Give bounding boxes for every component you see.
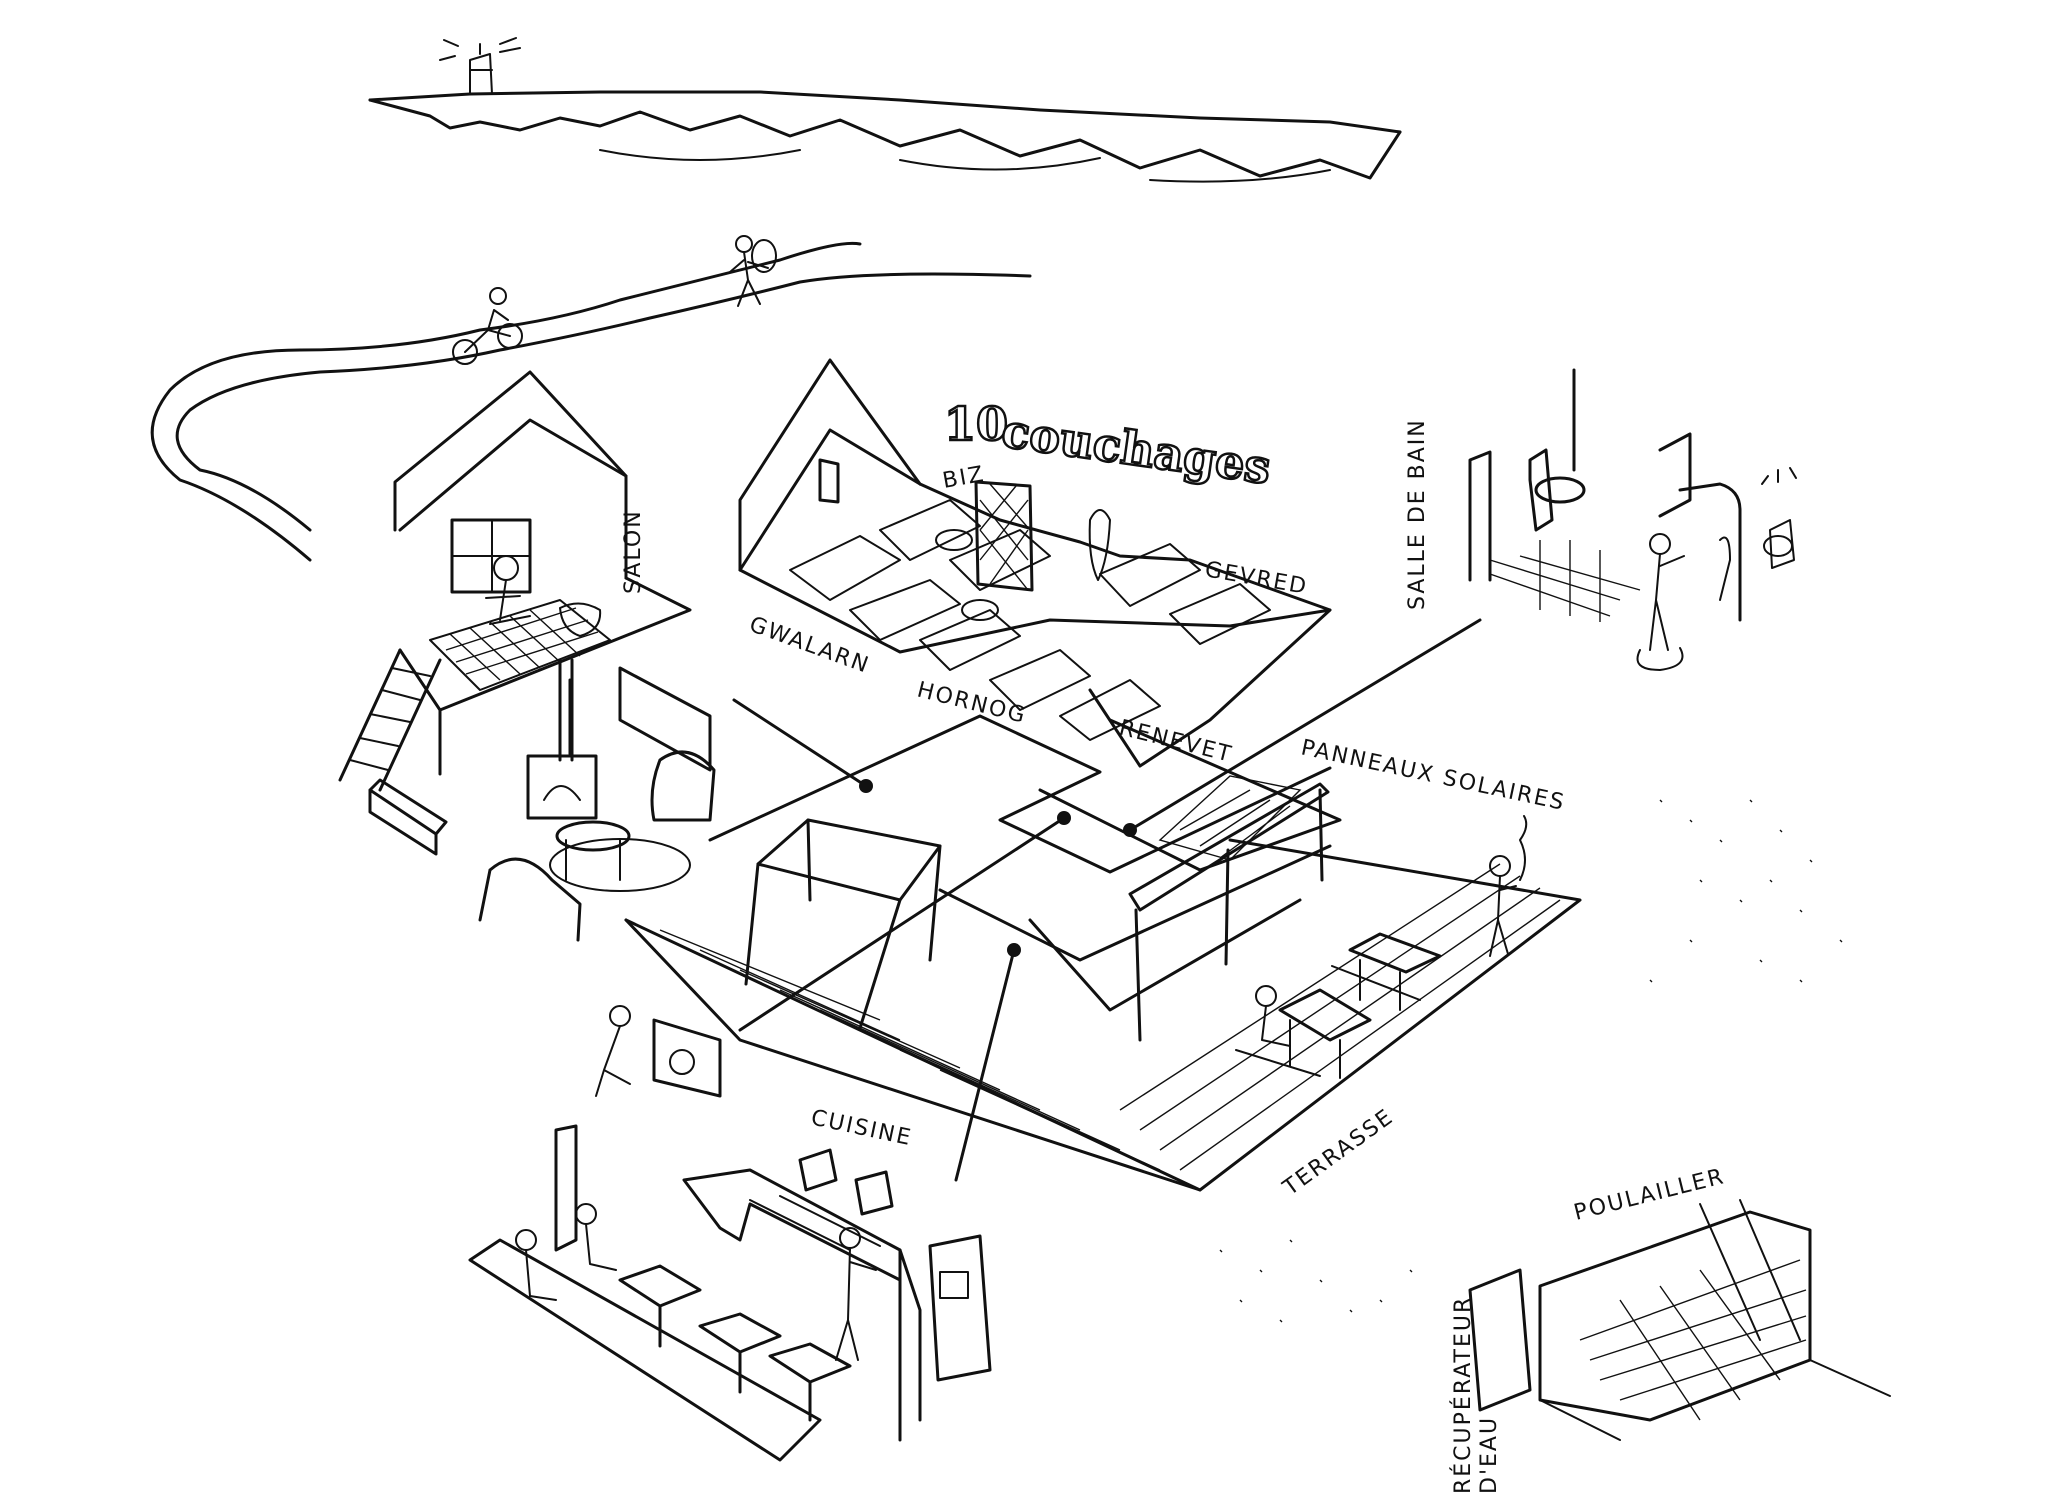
label-terrasse: TERRASSE xyxy=(1278,1104,1399,1201)
kitchen xyxy=(468,1124,992,1462)
chicken-coop xyxy=(1468,1199,1891,1441)
bathroom xyxy=(1468,368,1797,671)
label-panneaux-solaires: PANNEAUX SOLAIRES xyxy=(1299,735,1568,816)
terrace-deck xyxy=(624,838,1582,1192)
label-cuisine: CUISINE xyxy=(809,1105,915,1151)
label-salon: SALON xyxy=(621,509,646,594)
coastline-with-lighthouse xyxy=(368,37,1402,183)
beds-heading: 10 couchages xyxy=(943,396,1276,496)
label-poulailler: POULAILLER xyxy=(1571,1164,1727,1226)
beds-count: 10 xyxy=(944,397,1008,451)
beds-word: couchages xyxy=(998,403,1274,494)
picnic-table xyxy=(1331,932,1442,1011)
label-recuperateur-line1: RÉCUPÉRATEUR xyxy=(1450,1296,1476,1494)
stipple-texture xyxy=(1219,799,1843,1323)
winding-path xyxy=(150,241,1032,562)
laundry-person xyxy=(595,1005,722,1098)
hiker-figure xyxy=(729,235,777,307)
label-salle-de-bain: SALLE DE BAIN xyxy=(1405,418,1430,610)
label-biz: BIZ xyxy=(941,462,987,494)
pergola-solar xyxy=(1128,775,1330,1042)
picnic-table-2 xyxy=(1235,985,1372,1079)
leader-lines xyxy=(732,618,1482,1182)
cyclist-figure xyxy=(452,287,523,365)
pergola-left xyxy=(744,818,942,1030)
label-recuperateur-line2: D'EAU xyxy=(1477,1416,1502,1494)
salon-house xyxy=(338,370,716,942)
label-gwalarn: GWALARN xyxy=(746,612,873,679)
smoking-person xyxy=(1489,815,1528,957)
dormitory-house xyxy=(738,358,1332,768)
floor-plan xyxy=(708,714,1342,1012)
